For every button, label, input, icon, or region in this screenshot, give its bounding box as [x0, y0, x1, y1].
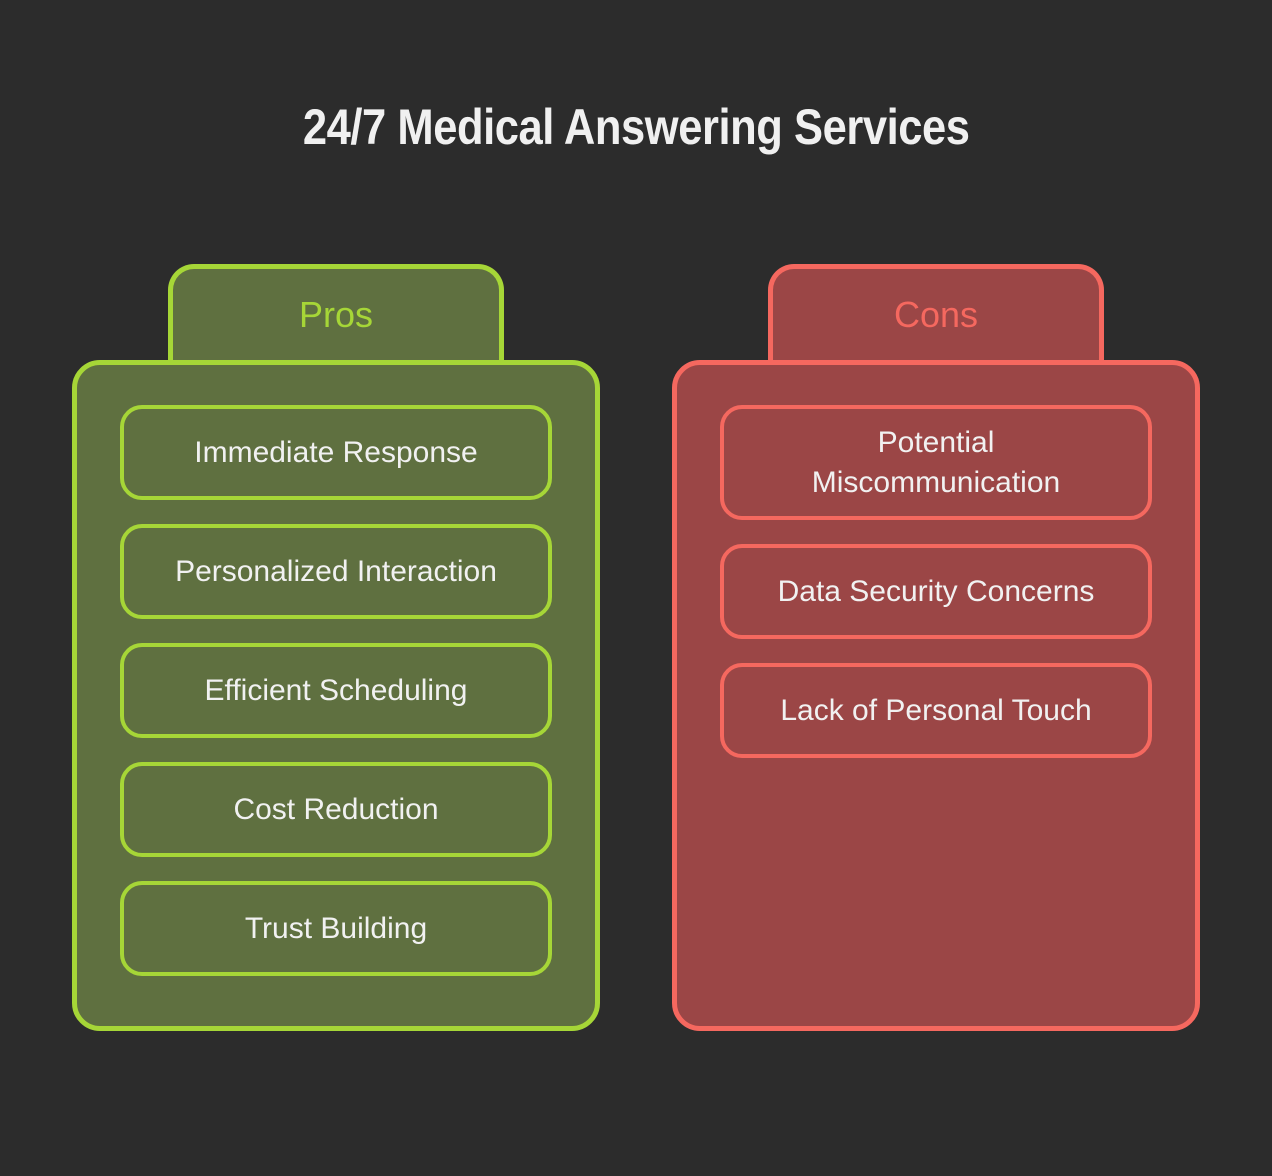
- pros-panel: Immediate Response Personalized Interact…: [72, 360, 600, 1031]
- cons-item-lack-of-personal-touch: Lack of Personal Touch: [720, 663, 1152, 759]
- pros-tab-header: Pros: [168, 264, 504, 360]
- page-title-text: 24/7 Medical Answering Services: [302, 99, 970, 155]
- pros-item-label: Personalized Interaction: [175, 554, 497, 588]
- cons-item-label: Lack of Personal Touch: [780, 693, 1092, 727]
- pros-item-cost-reduction: Cost Reduction: [120, 762, 552, 857]
- cons-panel: Potential Miscommunication Data Security…: [672, 360, 1200, 1031]
- pros-item-personalized-interaction: Personalized Interaction: [120, 524, 552, 619]
- pros-item-label: Trust Building: [244, 911, 428, 945]
- cons-item-potential-miscommunication: Potential Miscommunication: [720, 405, 1152, 521]
- pros-item-label: Immediate Response: [194, 435, 478, 469]
- pros-item-label: Efficient Scheduling: [204, 673, 468, 707]
- pros-item-immediate-response: Immediate Response: [120, 405, 552, 500]
- cons-tab-label: Cons: [893, 293, 979, 335]
- cons-item-label: Data Security Concerns: [777, 574, 1095, 608]
- pros-tab-label: Pros: [298, 293, 374, 335]
- page-title: 24/7 Medical Answering Services: [0, 98, 1272, 156]
- cons-item-data-security-concerns: Data Security Concerns: [720, 544, 1152, 640]
- pros-item-efficient-scheduling: Efficient Scheduling: [120, 643, 552, 738]
- cons-item-label: Potential Miscommunication: [811, 426, 1061, 499]
- pros-item-label: Cost Reduction: [233, 792, 439, 826]
- pros-item-trust-building: Trust Building: [120, 881, 552, 976]
- cons-tab-header: Cons: [768, 264, 1104, 360]
